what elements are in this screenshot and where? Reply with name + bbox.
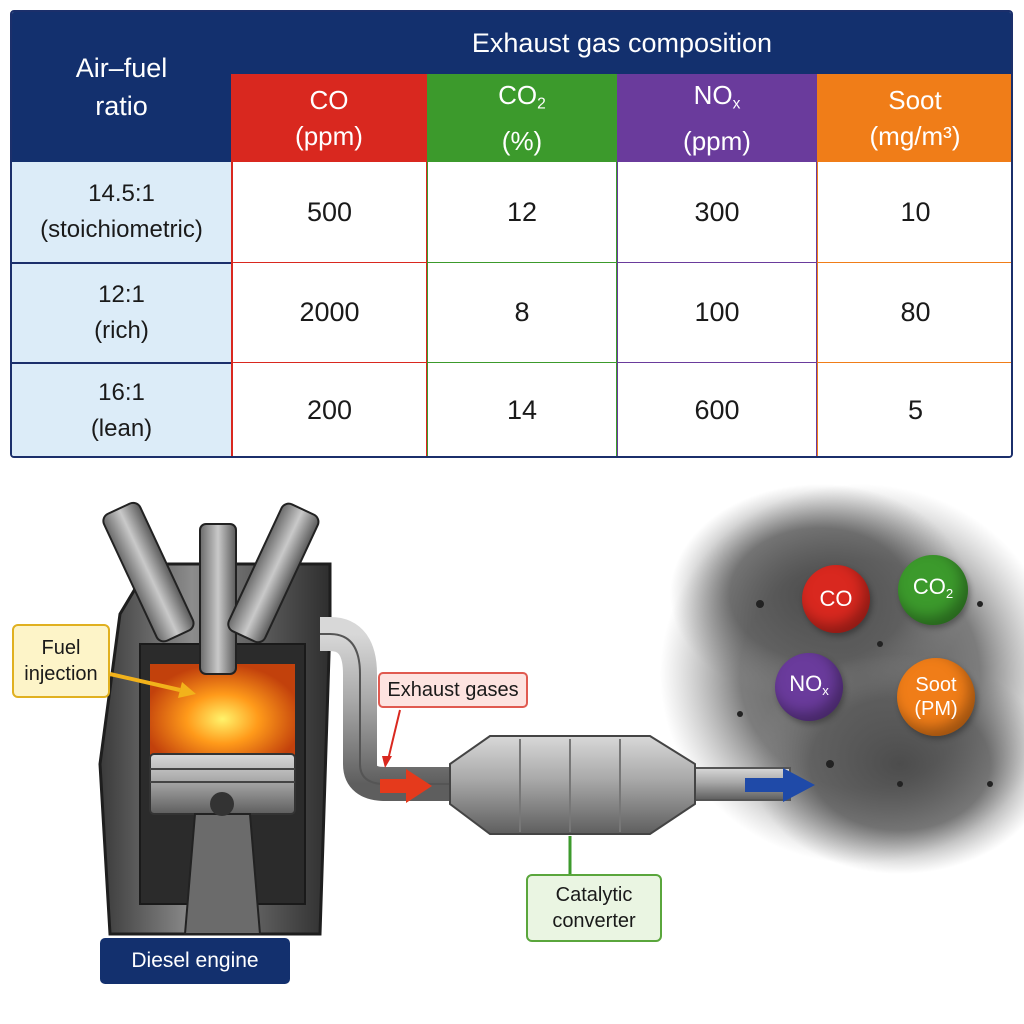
ratio-desc: (lean) [90, 415, 153, 442]
row-header-lean: 16:1 (lean) [12, 362, 231, 456]
value-cell: 2000 [231, 262, 427, 362]
label-line: Catalytic [555, 884, 633, 906]
air-fuel-ratio-header: Air–fuel ratio [12, 12, 231, 162]
value-cell: 8 [427, 262, 617, 362]
value-cell: 5 [817, 362, 1011, 456]
value-cell: 12 [427, 162, 617, 262]
col-name: NOx [693, 80, 741, 113]
ratio-value: 16:1 [98, 379, 145, 406]
col-name: CO [309, 85, 349, 115]
value-cell: 500 [231, 162, 427, 262]
nox-bubble: NOx [775, 653, 843, 721]
ratio-value: 12:1 [98, 281, 145, 308]
fuel-injection-label: Fuel injection [12, 624, 110, 698]
catalytic-converter-label: Catalytic converter [526, 874, 662, 942]
column-header-co2: CO2 (%) [427, 74, 617, 162]
bubble-text: Soot [915, 674, 957, 696]
co-bubble: CO [802, 565, 870, 633]
soot-bubble: Soot (PM) [897, 658, 975, 736]
value-cell: 10 [817, 162, 1011, 262]
column-header-soot: Soot (mg/m³) [817, 74, 1011, 162]
fuel-injection-pointer [109, 672, 181, 692]
column-header-nox: NOx (ppm) [617, 74, 817, 162]
exhaust-flow-arrow-red [380, 769, 432, 803]
bubble-text: CO2 [912, 573, 954, 601]
bubble-text: CO [819, 586, 853, 611]
exhaust-flow-arrow-blue [745, 768, 815, 802]
ratio-value: 14.5:1 [88, 180, 155, 207]
exhaust-label-pointer-head [382, 756, 392, 768]
column-header-co: CO (ppm) [231, 74, 427, 162]
exhaust-composition-header: Exhaust gas composition [231, 12, 1011, 74]
col-unit: (%) [501, 125, 543, 156]
diesel-engine-label: Diesel engine [100, 938, 290, 984]
diesel-engine-graphic [98, 501, 332, 936]
value-cell: 80 [817, 262, 1011, 362]
ratio-desc: (rich) [94, 317, 149, 344]
row-header-stoichiometric: 14.5:1 (stoichiometric) [12, 162, 231, 262]
value-cell: 200 [231, 362, 427, 456]
value-cell: 600 [617, 362, 817, 456]
header-line-2: ratio [95, 91, 148, 121]
value-cell: 300 [617, 162, 817, 262]
fuel-injection-pointer-head [178, 682, 196, 698]
exhaust-composition-table: Air–fuel ratio Exhaust gas composition C… [10, 10, 1013, 458]
bubble-text: NOx [789, 670, 829, 698]
label-line: Fuel [41, 637, 81, 659]
col-unit: (mg/m³) [869, 121, 961, 151]
ratio-desc: (stoichiometric) [40, 216, 203, 243]
header-line-1: Air–fuel [75, 53, 168, 83]
label-line: injection [24, 663, 98, 685]
col-name: CO2 [498, 80, 546, 113]
exhaust-gases-label: Exhaust gases [378, 672, 528, 708]
value-cell: 100 [617, 262, 817, 362]
label-line: converter [552, 910, 636, 932]
catalytic-converter-graphic [449, 735, 696, 835]
col-unit: (ppm) [295, 121, 363, 151]
exhaust-label-pointer [387, 709, 401, 761]
col-unit: (ppm) [683, 125, 751, 156]
co2-bubble: CO2 [898, 555, 968, 625]
col-name: Soot [888, 85, 942, 115]
bubble-text: (PM) [914, 698, 958, 720]
row-header-rich: 12:1 (rich) [12, 262, 231, 362]
value-cell: 14 [427, 362, 617, 456]
